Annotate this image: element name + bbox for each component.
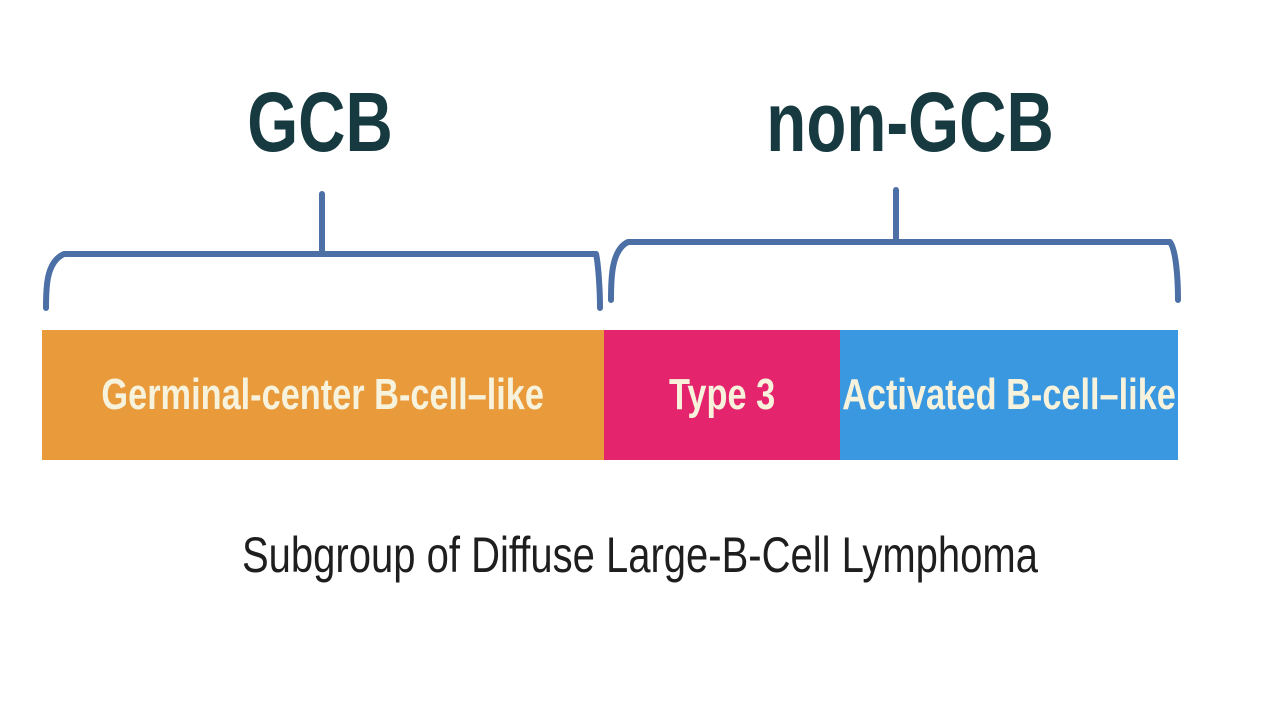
bracket-gcb (43, 191, 603, 311)
segment-type-3: Type 3 (604, 330, 840, 460)
segment-germinal-center-b-cell-like: Germinal-center B-cell–like (42, 330, 604, 460)
segment-label-gcb: Germinal-center B-cell–like (101, 370, 545, 419)
segment-label-type3: Type 3 (668, 370, 776, 419)
group-label-gcb: GCB (247, 75, 393, 169)
diagram-caption: Subgroup of Diffuse Large-B-Cell Lymphom… (242, 527, 1038, 583)
group-label-non-gcb: non-GCB (766, 75, 1054, 169)
bracket-non-gcb (608, 187, 1181, 303)
segment-activated-b-cell-like: Activated B-cell–like (840, 330, 1178, 460)
segment-label-abc: Activated B-cell–like (842, 370, 1176, 419)
